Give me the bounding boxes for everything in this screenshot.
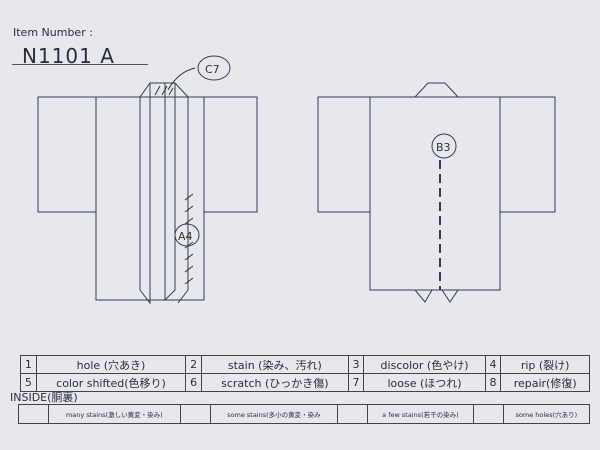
annotation-a4: A4	[178, 230, 193, 243]
legend-num: 8	[484, 373, 502, 392]
legend-text: color shifted(色移り)	[35, 373, 187, 392]
annotation-circle-b3	[431, 133, 457, 159]
legend-num: 2	[185, 355, 202, 374]
annotation-b3: B3	[436, 141, 451, 154]
legend-text: rip (裂け)	[500, 355, 590, 374]
inside-checkbox[interactable]	[179, 404, 211, 424]
kimono-diagrams: C7 A4 B3	[37, 55, 556, 305]
front-kimono-diagram	[37, 55, 258, 305]
inside-option: many stains(激しい黄変・染み)	[48, 404, 181, 424]
annotation-circle-a4	[174, 223, 200, 247]
legend-text: stain (染み、汚れ)	[200, 355, 349, 374]
legend-num: 1	[20, 355, 37, 374]
inside-table: many stains(激しい黄変・染み) some stains(多小の黄変・…	[18, 404, 591, 424]
legend-num: 7	[347, 373, 365, 392]
inside-option: some stains(多小の黄変・染み	[209, 404, 339, 424]
inside-title: INSIDE(胴裏)	[10, 391, 78, 404]
item-number-label: Item Number :	[13, 26, 93, 39]
hatch-marks-top	[154, 85, 174, 96]
annotation-c7: C7	[205, 63, 220, 76]
hatch-marks-collar	[184, 193, 194, 285]
inside-option: some holes(穴あり)	[502, 404, 591, 424]
legend-text: discolor (色やけ)	[363, 355, 486, 374]
item-number-underline	[12, 64, 148, 65]
legend-text: loose (ほつれ)	[363, 373, 486, 392]
legend-text: scratch (ひっかき傷)	[200, 373, 349, 392]
inside-checkbox[interactable]	[18, 404, 49, 424]
legend-text: repair(修復)	[500, 373, 590, 392]
legend-num: 6	[185, 373, 202, 392]
inside-option: a few stains(若干の染み)	[367, 404, 474, 424]
legend-num: 4	[484, 355, 502, 374]
inside-checkbox[interactable]	[472, 404, 504, 424]
legend-text: hole (穴あき)	[35, 355, 187, 374]
inside-row: many stains(激しい黄変・染み) some stains(多小の黄変・…	[18, 404, 591, 424]
legend-num: 3	[347, 355, 365, 374]
annotation-circle-c7	[197, 55, 231, 81]
back-kimono-diagram	[317, 82, 556, 303]
inside-checkbox[interactable]	[337, 404, 369, 424]
